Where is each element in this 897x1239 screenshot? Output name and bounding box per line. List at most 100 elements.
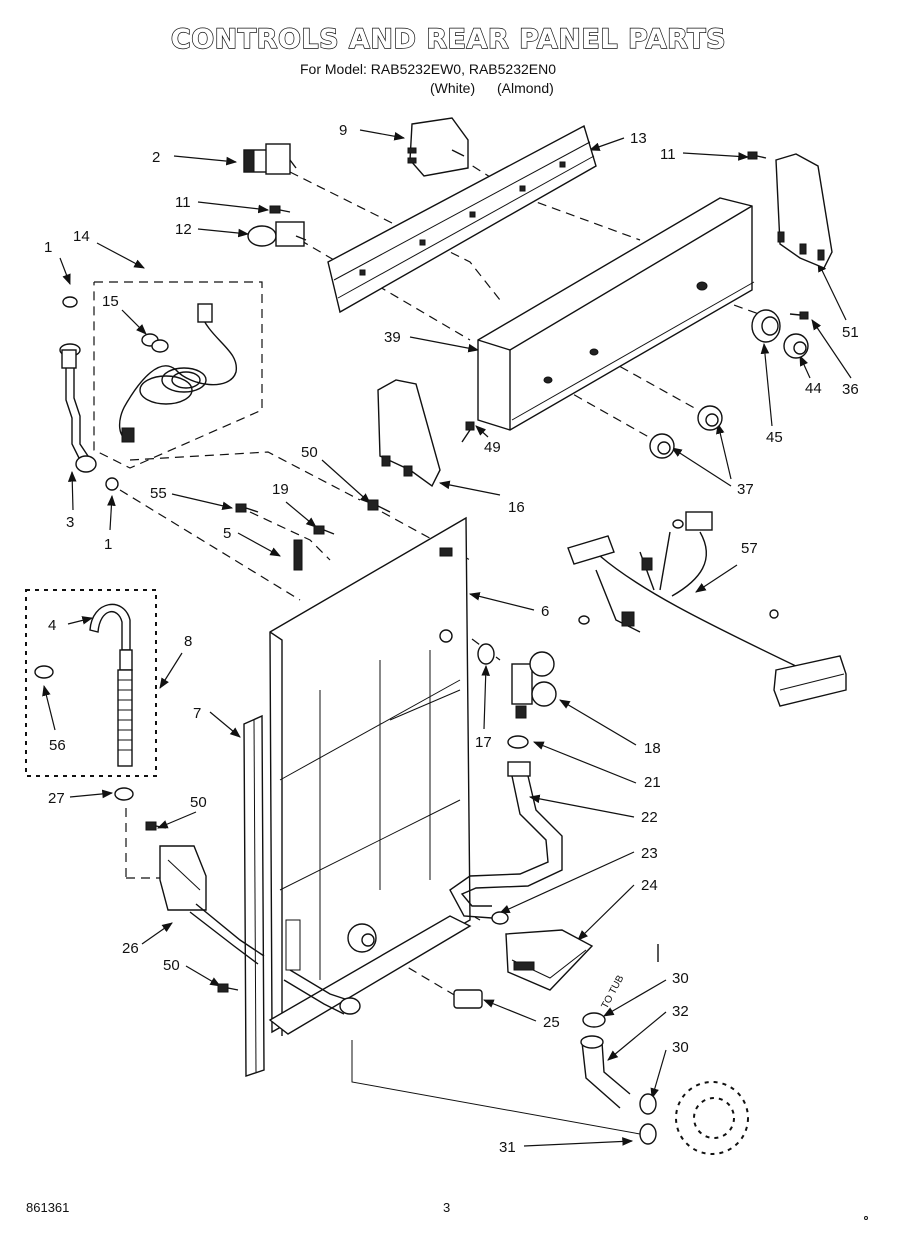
variant-white: (White): [430, 80, 476, 96]
page-number: 3: [443, 1200, 451, 1215]
water-level-switch-12: [247, 221, 307, 247]
rear-panel-6: [268, 516, 472, 1036]
footer-code: 861361: [26, 1200, 70, 1215]
control-bracket-13: [327, 124, 597, 314]
bracket-5: [293, 539, 303, 571]
leader-50-top: [321, 459, 371, 504]
side-strip-7: [243, 714, 265, 1077]
leader-9: [359, 129, 406, 141]
leader-50-bottom: [185, 965, 221, 987]
leader-50-mid: [157, 811, 197, 829]
leader-57: [695, 564, 738, 593]
callout-57: 57: [741, 540, 758, 557]
leader-31: [523, 1137, 634, 1147]
callout-31: 31: [499, 1139, 516, 1156]
screw-36: [789, 311, 809, 320]
inlet-hose-3: [59, 296, 119, 491]
callout-21: 21: [644, 774, 661, 791]
dashline-55: [249, 511, 331, 561]
callout-14: 14: [73, 228, 90, 245]
console-hole-45: [696, 281, 708, 291]
drain-hose-corrugated: [117, 669, 133, 767]
screen-17: [477, 643, 495, 665]
console-bottom-lip: [511, 281, 755, 421]
screw-49: [461, 421, 475, 443]
screw-55: [235, 503, 259, 513]
water-valve-18: [477, 643, 557, 749]
leader-36: [811, 319, 852, 379]
leader-49: [475, 425, 489, 438]
console-hole-37a: [543, 376, 553, 384]
wire-harness-57: [567, 511, 847, 707]
pump-hose-32: [351, 944, 749, 1155]
siphon-break-24: [505, 929, 594, 991]
registration-dot: [864, 1216, 868, 1220]
clamp-30-bottom: [639, 1093, 657, 1115]
console-39: [477, 197, 753, 431]
end-cap-tab: [381, 455, 391, 467]
clamp-21: [507, 735, 529, 749]
leader-25: [482, 999, 537, 1022]
callout-18: 18: [644, 740, 661, 757]
clamp-56: [34, 665, 54, 679]
callout-17: 17: [475, 734, 492, 751]
leader-6: [468, 592, 535, 611]
end-cap-tab: [403, 465, 413, 477]
callout-5: 5: [223, 525, 231, 542]
knob-37a: [649, 433, 675, 459]
leader-2: [173, 155, 238, 166]
console-hole-37b: [589, 348, 599, 356]
leader-51: [817, 261, 847, 321]
model-line: For Model: RAB5232EW0, RAB5232EN0: [300, 61, 557, 77]
clamp-27: [114, 787, 134, 801]
callout-50-bottom: 50: [163, 957, 180, 974]
knob-44: [783, 333, 809, 359]
callout-11-right: 11: [660, 146, 676, 163]
leader-19: [285, 501, 317, 528]
callout-7: 7: [193, 705, 201, 722]
screw-50-top: [367, 499, 391, 513]
leader-22: [528, 794, 635, 818]
callout-19: 19: [272, 481, 289, 498]
bracket-holes: [359, 161, 566, 276]
callout-50-top: 50: [301, 444, 318, 461]
callout-12: 12: [175, 221, 192, 238]
page-title: CONTROLS AND REAR PANEL PARTS: [170, 23, 727, 55]
clamp-23: [491, 911, 509, 925]
callout-26: 26: [122, 940, 139, 957]
dashline-12: [299, 239, 471, 341]
knob-37b: [697, 405, 723, 431]
leader-32: [607, 1011, 667, 1061]
leader-7: [209, 711, 241, 738]
variant-almond: (Almond): [497, 80, 554, 96]
leader-21: [532, 741, 637, 784]
knob-45: [751, 309, 781, 343]
callout-27: 27: [48, 790, 65, 807]
end-cap-51: [775, 153, 833, 269]
screw-19: [313, 525, 335, 535]
callout-16: 16: [508, 499, 525, 516]
callout-1-top: 1: [44, 239, 52, 256]
leader-24: [577, 884, 635, 941]
leader-37a: [671, 447, 732, 487]
callout-39: 39: [384, 329, 401, 346]
cord-clamp-15: [141, 333, 169, 353]
callout-37: 37: [737, 481, 754, 498]
leader-8: [159, 652, 183, 689]
switch-2: [243, 143, 297, 175]
dashline-cord: [129, 451, 361, 501]
end-cap-tab: [817, 249, 825, 261]
leader-3: [67, 470, 77, 511]
screw-50-mid: [145, 821, 167, 831]
leader-23: [499, 851, 635, 914]
leader-30-top: [603, 979, 667, 1017]
callout-45: 45: [766, 429, 783, 446]
timer-9: [407, 117, 469, 177]
dashline-1: [119, 489, 301, 601]
leader-17: [481, 664, 491, 730]
power-cord-kit-14: [93, 281, 263, 469]
leader-13: [588, 137, 625, 151]
callout-50-mid: 50: [190, 794, 207, 811]
fill-hose-22: [449, 761, 563, 925]
